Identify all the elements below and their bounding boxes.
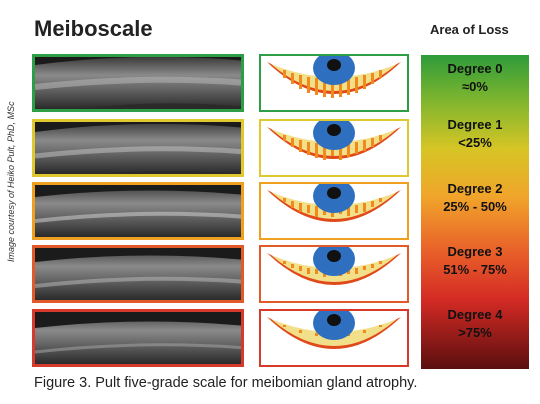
degree-0-label: Degree 0 ≈0%	[421, 60, 529, 96]
meibography-photo-degree-1	[32, 119, 244, 177]
figure-caption: Figure 3. Pult five-grade scale for meib…	[34, 375, 418, 391]
degree-loss: 25% - 50%	[443, 199, 507, 214]
degree-loss: <25%	[458, 135, 492, 150]
gland-diagram-degree-0	[259, 54, 409, 112]
degree-name: Degree 2	[447, 181, 503, 196]
degree-4-label: Degree 4 >75%	[421, 306, 529, 342]
degree-loss: >75%	[458, 325, 492, 340]
eyelid-texture	[35, 248, 241, 288]
degree-loss: ≈0%	[462, 79, 488, 94]
degree-2-label: Degree 2 25% - 50%	[421, 180, 529, 216]
eye-diagram-4	[267, 311, 401, 349]
eye-diagram-0	[267, 56, 401, 98]
area-of-loss-gradient	[421, 55, 529, 369]
eyelid-texture	[35, 312, 241, 354]
eye-diagram-2	[267, 184, 401, 222]
gland-diagram-degree-2	[259, 182, 409, 240]
degree-name: Degree 0	[447, 61, 503, 76]
eye-diagram-3	[267, 247, 401, 285]
meibography-photo-degree-4	[32, 309, 244, 367]
page-title: Meiboscale	[34, 16, 153, 41]
image-credit: Image courtesy of Heiko Pult, PhD, MSc	[6, 101, 16, 262]
gland-diagram-degree-4	[259, 309, 409, 367]
degree-name: Degree 4	[447, 307, 503, 322]
meibography-photo-degree-3	[32, 245, 244, 303]
gland-diagram-degree-1	[259, 119, 409, 177]
eyelid-texture	[35, 122, 241, 174]
eyelid-texture	[35, 57, 241, 109]
degree-name: Degree 1	[447, 117, 503, 132]
degree-1-label: Degree 1 <25%	[421, 116, 529, 152]
eye-diagram-1	[267, 121, 401, 160]
eyelid-texture	[35, 185, 241, 237]
gland-diagram-degree-3	[259, 245, 409, 303]
degree-loss: 51% - 75%	[443, 262, 507, 277]
degree-name: Degree 3	[447, 244, 503, 259]
meibography-photo-degree-0	[32, 54, 244, 112]
area-of-loss-heading: Area of Loss	[430, 22, 509, 37]
degree-3-label: Degree 3 51% - 75%	[421, 243, 529, 279]
meibography-photo-degree-2	[32, 182, 244, 240]
